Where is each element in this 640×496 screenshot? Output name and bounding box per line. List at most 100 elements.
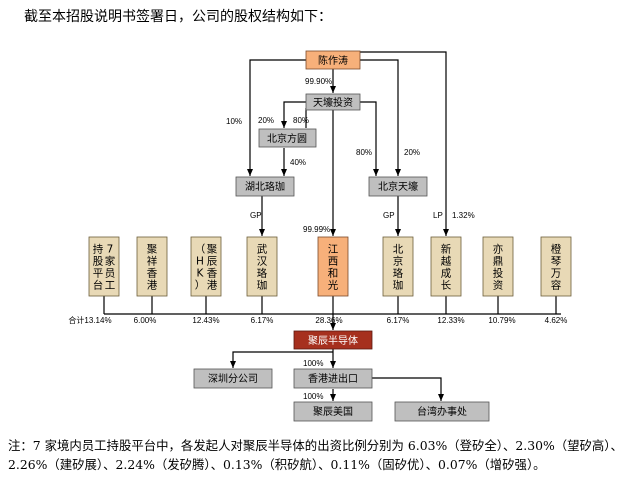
label-hubei-gp: GP: [250, 211, 262, 220]
label-fy-hubei: 40%: [290, 158, 306, 167]
node-hk-label: 香港进出口: [308, 372, 358, 385]
node-fangyuan-label: 北京方圆: [267, 132, 307, 145]
shareholder-name-char: 聚: [207, 244, 218, 256]
shareholder-name-char: 亦: [493, 243, 504, 256]
shareholder-name-char: 长: [441, 280, 452, 292]
pct-bjlj: 6.17%: [387, 316, 410, 325]
shareholder-name-char: 光: [328, 279, 339, 292]
node-hk-import-export: 香港进出口: [293, 368, 373, 389]
shareholder-name-char: 香: [207, 268, 218, 280]
label-xinyue-pct: 1.32%: [452, 211, 475, 220]
shareholder-row: 7家员工持股平台聚祥香港聚辰香港（HK）武汉珞珈江西和光北京珞珈新越成长亦鼎投资…: [88, 236, 572, 297]
edge-ty-bjty: [358, 101, 379, 176]
node-tianyuan-investment: 天壕投资: [305, 93, 361, 111]
shareholder-name-char: K: [197, 268, 205, 280]
shareholder-name-char: 祥: [147, 255, 158, 268]
label-xinyue-lp: LP: [433, 211, 443, 220]
edge-ty-fangyuan: [281, 101, 306, 128]
node-hubei-label: 湖北珞珈: [245, 180, 285, 193]
shareholder-name-char: 江: [328, 244, 339, 256]
shareholder-name-char: 家: [105, 255, 116, 268]
shareholder-name-char: 工: [105, 280, 116, 292]
label-chen-hubei: 10%: [226, 117, 242, 126]
shareholder-box: [317, 236, 349, 297]
shareholder-name-char: 辰: [207, 256, 218, 268]
node-chen: 陈作涛: [305, 50, 361, 70]
label-fy-80: 80%: [293, 116, 309, 125]
node-jucheng-semiconductor: 聚辰半导体: [293, 330, 373, 350]
shareholder-name-char: 港: [207, 280, 218, 292]
shareholder-name-char: 香: [147, 268, 158, 280]
shareholder-name-char: 万: [551, 268, 562, 280]
shareholder-name-char: 投: [493, 267, 504, 280]
shareholder-name-char: 橙: [551, 243, 562, 256]
shareholder-name-char: 鼎: [493, 256, 504, 268]
edge-chen-xinyue: [360, 51, 449, 236]
node-chen-label: 陈作涛: [318, 54, 348, 67]
pct-jchk: 12.43%: [192, 316, 219, 325]
node-shenzhen-branch: 深圳分公司: [193, 368, 273, 389]
pct-jxhk: 6.00%: [134, 316, 157, 325]
connector-lines: [103, 51, 561, 401]
edge-chen-bjty: [360, 59, 401, 176]
label-hk-us: 100%: [303, 392, 323, 401]
shareholder-name-char: 和: [328, 268, 339, 280]
shareholder-name-char: 京: [393, 255, 404, 268]
shareholder-name-char: 港: [147, 280, 158, 292]
label-ty-jiangxi: 99.99%: [303, 225, 330, 234]
shareholder-box: [540, 236, 572, 297]
shareholder-name-char: 成: [441, 268, 452, 280]
node-beijing-fangyuan: 北京方圆: [258, 128, 317, 148]
shareholder-box: [246, 236, 278, 297]
shareholder-name-char: 聚: [147, 244, 158, 256]
shareholder-name-char: 股: [93, 256, 104, 268]
shareholder-name-char: 新: [441, 243, 452, 256]
shareholder-name-char: H: [196, 256, 204, 268]
shareholder-name-char: 资: [493, 280, 504, 292]
label-chen-bjty: 20%: [404, 148, 420, 157]
shareholder-name-char: 珈: [257, 280, 268, 292]
label-chen-ty: 99.90%: [305, 77, 332, 86]
shareholder-box: [482, 236, 514, 297]
node-us-label: 聚辰美国: [313, 405, 353, 418]
node-hubei-luojia: 湖北珞珈: [235, 176, 295, 197]
label-jc-hk: 100%: [303, 359, 323, 368]
edge-labels: 99.90% 10% 20% 80% 40% 80% 20% GP GP LP …: [226, 77, 475, 401]
shareholder-box: [382, 236, 414, 297]
pct-whlj: 6.17%: [251, 316, 274, 325]
shareholder-name-char: 持: [93, 243, 104, 256]
node-tianyuan-label: 天壕投资: [313, 96, 353, 109]
node-tw-label: 台湾办事处: [417, 405, 467, 418]
pct-ydtz: 10.79%: [488, 316, 515, 325]
shareholder-box: [190, 236, 222, 297]
shareholder-name-char: 越: [441, 255, 452, 268]
node-shenzhen-label: 深圳分公司: [208, 373, 258, 385]
shareholder-box: [430, 236, 462, 297]
label-bjty-gp: GP: [383, 211, 395, 220]
shareholder-name-char: 容: [551, 279, 562, 292]
node-taiwan-office: 台湾办事处: [394, 401, 490, 422]
pct-jxhg: 28.36%: [315, 316, 342, 325]
shareholder-box: [136, 236, 168, 297]
node-beijing-tianhao: 北京天壕: [368, 176, 428, 197]
shareholder-name-char: 北: [393, 244, 404, 256]
shareholder-name-char: ）: [195, 280, 206, 292]
shareholder-name-char: 珈: [393, 280, 404, 292]
label-ty-fy: 20%: [258, 116, 274, 125]
shareholder-name-char: 平: [93, 268, 104, 280]
shareholder-name-char: 琴: [551, 256, 562, 268]
node-jucheng-us: 聚辰美国: [293, 401, 373, 422]
edge-chen-hubei: [247, 59, 306, 176]
shareholder-percentages: 合计13.14%6.00%12.43%6.17%28.36%6.17%12.33…: [68, 315, 567, 325]
shareholder-name-char: 台: [93, 279, 104, 292]
edge-jc-shenzhen: [230, 351, 333, 368]
shareholder-name-char: （: [195, 244, 206, 256]
